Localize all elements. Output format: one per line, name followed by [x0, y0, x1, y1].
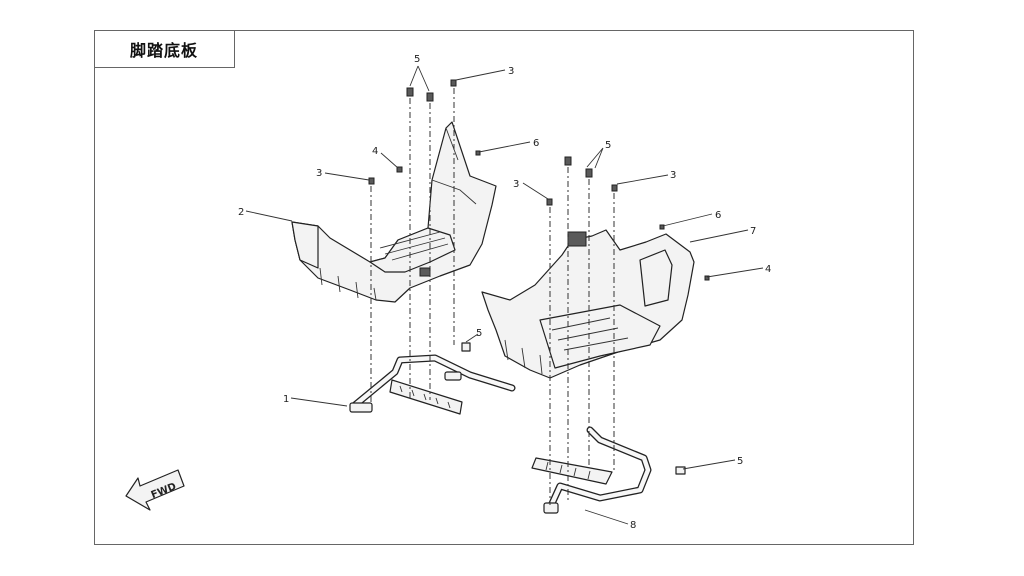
callout-labels: 5 3 4 6 3 2 5 3 3 6 7 4 5 1 5 8 — [238, 54, 771, 531]
callout-5c: 5 — [476, 328, 482, 339]
callout-5b: 5 — [605, 140, 611, 151]
callout-leaders — [245, 65, 764, 525]
callout-3d: 3 — [670, 170, 676, 181]
right-footrest-pan — [481, 229, 695, 379]
callout-3c: 3 — [513, 179, 519, 190]
callout-6a: 6 — [533, 138, 539, 149]
callout-5d: 5 — [737, 456, 743, 467]
title-box: 脚踏底板 — [94, 30, 235, 68]
assembly-axis-lines — [370, 88, 615, 505]
callout-8: 8 — [630, 520, 636, 531]
left-footrest-bracket — [349, 342, 516, 415]
callout-7: 7 — [750, 226, 756, 237]
callout-6b: 6 — [715, 210, 721, 221]
drawing-frame — [94, 30, 914, 545]
callout-3a: 3 — [508, 66, 514, 77]
right-footrest-bracket — [531, 426, 686, 514]
fasteners — [368, 79, 710, 281]
fwd-arrow: FWD — [125, 469, 185, 511]
callout-3b: 3 — [316, 168, 322, 179]
left-footrest-pan — [291, 121, 497, 303]
callout-4a: 4 — [372, 146, 378, 157]
callout-4b: 4 — [765, 264, 771, 275]
callout-5a: 5 — [414, 54, 420, 65]
callout-1: 1 — [283, 394, 289, 405]
callout-2: 2 — [238, 207, 244, 218]
diagram-title: 脚踏底板 — [129, 40, 198, 60]
